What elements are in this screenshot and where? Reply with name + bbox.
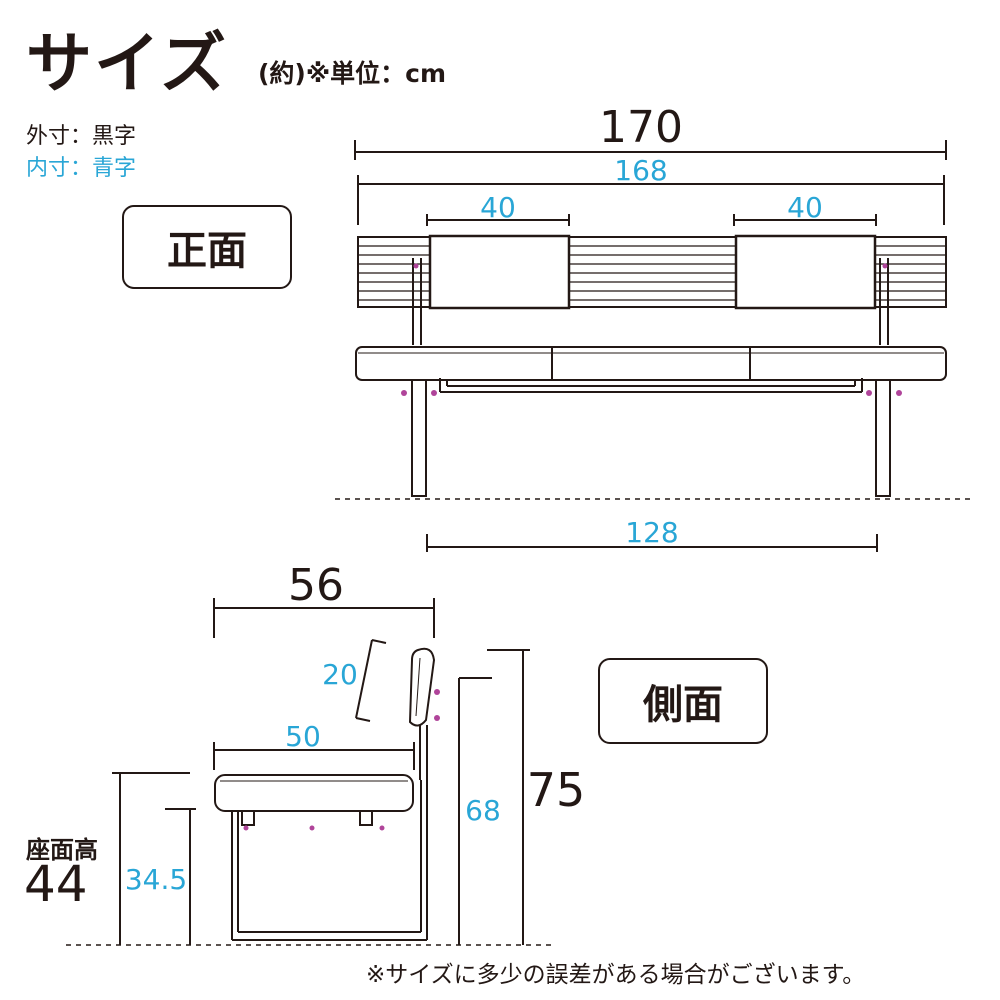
side-view-label-text: 側面: [643, 682, 723, 728]
bolt-accents: [243, 263, 902, 831]
overall-height-label: 75: [527, 763, 586, 817]
dim-line-overall-depth: [213, 598, 435, 638]
armrest-right-label: 40: [787, 191, 823, 224]
dim-line-armrest-left: [426, 214, 570, 226]
overall-width-label: 170: [599, 102, 683, 153]
dim-line-inner-width: [357, 175, 945, 225]
inner-width-label: 168: [614, 154, 667, 187]
overall-depth-label: 56: [288, 560, 344, 611]
seat-depth-label: 50: [285, 720, 321, 753]
seat-inner-height-label: 34.5: [125, 863, 187, 896]
armrest-left-label: 40: [480, 191, 516, 224]
seat-height-value: 44: [24, 855, 88, 913]
front-seat: [355, 346, 947, 381]
dim-line-overall-width: [354, 140, 947, 160]
dim-line-seat-depth: [213, 742, 415, 770]
page-title: サイズ: [26, 25, 229, 102]
dim-line-overall-height: [487, 649, 530, 945]
footer-note: ※サイズに多少の誤差がある場合がございます。: [366, 962, 866, 988]
front-legs: [411, 379, 891, 497]
dim-line-armrest-right: [733, 214, 877, 226]
backrest-height-label: 20: [322, 658, 358, 691]
inner-height-label: 68: [465, 794, 501, 827]
front-frame: [439, 378, 863, 393]
unit-note: (約)※単位：cm: [258, 59, 447, 88]
legend-inner-dimensions: 内寸：青字: [26, 156, 137, 181]
dim-line-seat-inner-height: [165, 808, 196, 945]
side-frame: [231, 780, 427, 941]
front-view-label-text: 正面: [167, 228, 247, 274]
dim-line-leg-span: [426, 534, 878, 552]
side-seat: [214, 774, 414, 812]
dim-line-inner-height: [458, 677, 492, 945]
legend-outer-dimensions: 外寸：黒字: [26, 124, 137, 149]
dim-line-seat-height: [112, 772, 190, 945]
leg-span-label: 128: [625, 516, 678, 549]
seat-height-label: 座面高: [26, 836, 98, 864]
front-back-posts: [412, 258, 889, 345]
dim-line-backrest-height: [355, 639, 387, 722]
front-backrest: [357, 234, 947, 310]
side-backrest: [408, 647, 436, 940]
front-view-label: 正面: [122, 205, 292, 289]
side-view-label: 側面: [598, 658, 768, 744]
